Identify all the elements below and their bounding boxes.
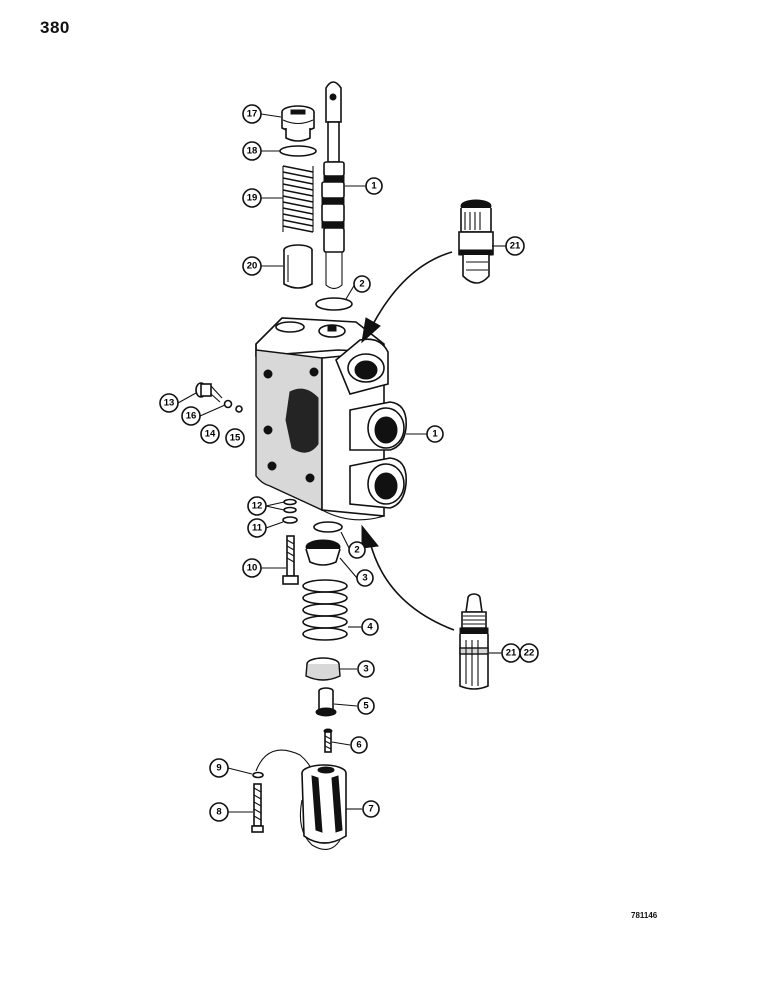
spool-part: [321, 81, 345, 290]
callout-3-upper: 3: [356, 569, 374, 587]
callout-label: 17: [247, 109, 258, 120]
callout-label: 15: [230, 433, 241, 444]
callout-label: 19: [247, 193, 258, 204]
relief-cartridge-top: [458, 199, 494, 284]
callout-21-top: 21: [505, 236, 525, 256]
callout-label: 18: [247, 146, 258, 157]
plug-part: [281, 105, 315, 142]
callout-label: 3: [362, 573, 367, 584]
bolt-part-10: [282, 535, 299, 585]
callout-label: 7: [368, 804, 373, 815]
cap-part-5: [315, 687, 337, 717]
callout-10: 10: [242, 558, 262, 578]
rings-part-12-11: [282, 498, 298, 524]
seal-part-3-upper: [305, 539, 341, 566]
callout-4: 4: [361, 618, 379, 636]
callout-label: 10: [247, 563, 258, 574]
callout-14: 14: [200, 424, 220, 444]
callout-8: 8: [209, 802, 229, 822]
callout-16: 16: [181, 406, 201, 426]
callout-label: 5: [363, 701, 369, 712]
callout-1-spool: 1: [365, 177, 383, 195]
callout-label: 21: [510, 241, 521, 252]
callout-label: 4: [367, 622, 373, 633]
callout-2-top: 2: [353, 275, 371, 293]
callout-6: 6: [350, 736, 368, 754]
callout-label: 2: [354, 545, 359, 556]
callout-label: 16: [186, 411, 197, 422]
callout-label: 11: [252, 523, 263, 534]
callout-label: 6: [356, 740, 361, 751]
spacer-part-20: [283, 244, 313, 289]
callout-group: 17 18 19 1 20 2 21 13 16 14 15 1 12 11 2…: [159, 104, 539, 822]
callout-label: 2: [359, 279, 364, 290]
oring-part-2-bottom: [313, 521, 343, 533]
callout-label: 21: [506, 648, 517, 659]
callout-22: 22: [519, 643, 539, 663]
callout-20: 20: [242, 256, 262, 276]
leader-lines: [177, 113, 506, 813]
callout-label: 20: [247, 261, 258, 272]
callout-15: 15: [225, 428, 245, 448]
callout-9: 9: [209, 758, 229, 778]
oring-part-18: [279, 145, 317, 157]
screw-part-8: [251, 783, 264, 833]
oring-part-2-top: [315, 297, 353, 311]
check-plug-part: [195, 382, 243, 413]
callout-13: 13: [159, 393, 179, 413]
callout-7: 7: [362, 800, 380, 818]
spring-part-19: [282, 165, 314, 233]
callout-label: 22: [524, 648, 535, 659]
washer-part-9: [252, 771, 264, 779]
callout-label: 8: [216, 807, 221, 818]
valve-body: [255, 317, 407, 521]
callout-label: 1: [432, 429, 438, 440]
relief-cartridge-bottom: [459, 593, 489, 690]
callout-label: 3: [363, 664, 368, 675]
callout-label: 12: [252, 501, 263, 512]
seal-part-3-lower: [305, 657, 341, 681]
figure-code: 781146: [631, 911, 658, 920]
callout-21-bottom: 21: [501, 643, 521, 663]
callout-label: 13: [164, 398, 175, 409]
screw-part-6: [323, 728, 333, 753]
arrow-to-top-port: [361, 251, 453, 344]
callout-label: 1: [371, 181, 377, 192]
callout-1-body: 1: [426, 425, 444, 443]
page-number: 380: [40, 18, 70, 37]
callout-18: 18: [242, 141, 262, 161]
spring-part-4: [302, 579, 348, 641]
cap-part-7: [301, 764, 347, 844]
callout-17: 17: [242, 104, 262, 124]
callout-11: 11: [247, 518, 267, 538]
callout-label: 14: [205, 429, 216, 440]
callout-19: 19: [242, 188, 262, 208]
callout-5: 5: [357, 697, 375, 715]
callout-12: 12: [247, 496, 267, 516]
callout-label: 9: [216, 763, 221, 774]
callout-3-lower: 3: [357, 660, 375, 678]
callout-2-bottom: 2: [348, 541, 366, 559]
arrow-to-bottom-port: [361, 524, 455, 631]
